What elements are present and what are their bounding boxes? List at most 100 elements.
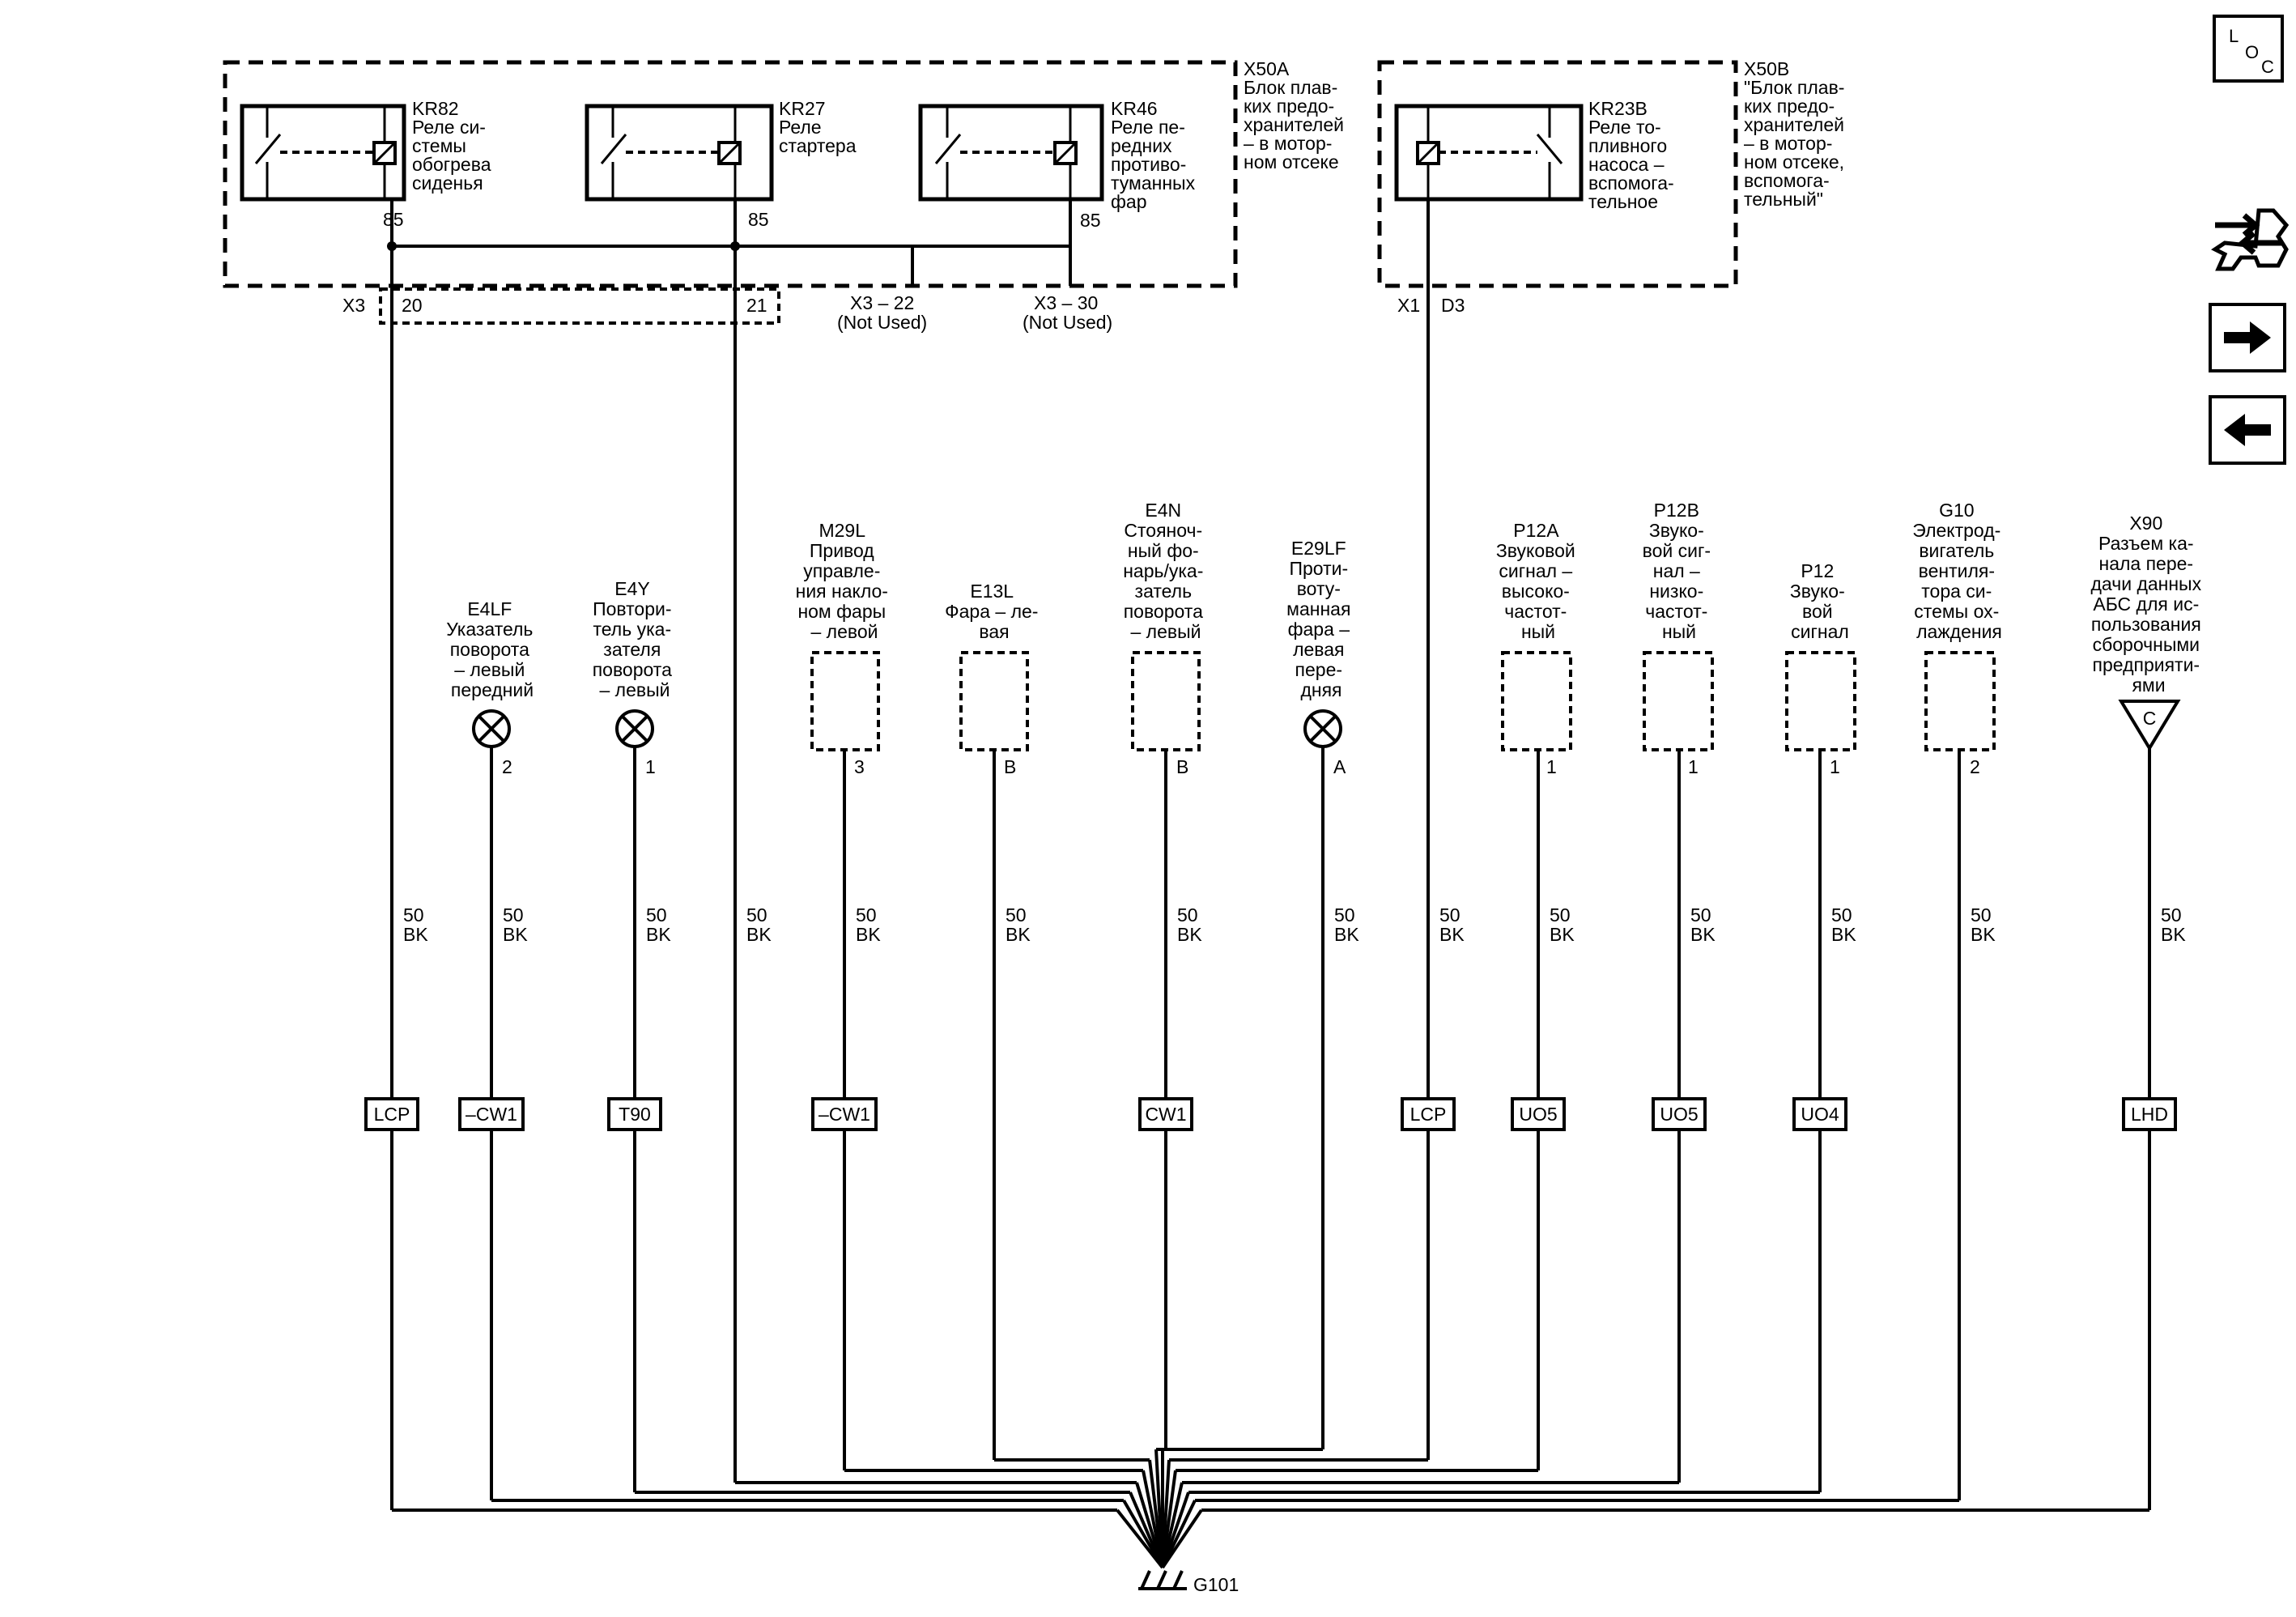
fuse-block-x50b: X50B "Блок плав- ких предо- хранителей –… — [1377, 58, 1850, 288]
wire-color-label: BK — [503, 924, 528, 945]
relay-label: KR82 Реле си- стемы обогрева сиденья — [412, 98, 496, 194]
wire-option-label: UO5 — [1660, 1104, 1698, 1125]
connector-note: (Not Used) — [837, 312, 927, 333]
component-label: E4LF Указатель поворота – левый передний — [446, 598, 538, 700]
wire-option-box — [1401, 1097, 1456, 1131]
wire-option-label: UO4 — [1801, 1104, 1839, 1125]
wire-gauge-label: 50 — [746, 904, 767, 926]
wire-gauge-label: 50 — [1439, 904, 1461, 926]
loc-letter: C — [2261, 57, 2274, 77]
loc-letter: O — [2245, 42, 2260, 62]
wire-option-box — [811, 1097, 878, 1131]
wire-option-label: –CW1 — [818, 1104, 870, 1125]
x50a-ground-bus — [387, 199, 1072, 286]
wire-gauge-label: 50 — [1006, 904, 1027, 926]
connector-label: X3 – 30 — [1034, 292, 1098, 313]
component-label: E13L Фара – ле- вая — [945, 581, 1044, 642]
wire-option-label: LHD — [2131, 1104, 2168, 1125]
wire-color-label: BK — [403, 924, 428, 945]
wire-gauge-label: 50 — [1177, 904, 1198, 926]
wire-option-label: LCP — [374, 1104, 410, 1125]
component-pin: B — [1004, 756, 1016, 777]
component-pin: 1 — [1830, 756, 1840, 777]
wire-option-box — [2122, 1097, 2177, 1131]
wire-color-label: BK — [1334, 924, 1359, 945]
component-pin: A — [1333, 756, 1346, 777]
ground-icon — [1138, 1570, 1187, 1590]
component-label: X90 Разъем ка- нала пере- дачи данных АБ… — [2091, 513, 2207, 696]
connector-note: (Not Used) — [1023, 312, 1112, 333]
wire-gauge-label: 50 — [1550, 904, 1571, 926]
wire-option-box — [1511, 1097, 1566, 1131]
relay-pin: 85 — [748, 209, 769, 230]
component-m29l: M29L Привод управле- ния накло- ном фары… — [796, 520, 888, 777]
wire-gauge-label: 50 — [1971, 904, 1992, 926]
component-label: P12A Звуковой сигнал – высоко- частот- н… — [1496, 520, 1580, 642]
wire-option-label: T90 — [619, 1104, 651, 1125]
wire-layer: 50BKLCP50BK–CW150BKT9050BK50BK–CW150BK50… — [364, 199, 2186, 1569]
loc-letter: L — [2229, 26, 2239, 46]
connector-view-icon[interactable] — [2209, 204, 2290, 277]
wire-option-box — [1652, 1097, 1707, 1131]
wire-gauge-label: 50 — [856, 904, 877, 926]
relay-label: KR23B Реле то- пливного насоса – вспомог… — [1588, 98, 1679, 212]
component-outline — [1131, 651, 1201, 751]
relay-kr82: KR82 Реле си- стемы обогрева сиденья 85 — [240, 98, 496, 230]
wire-gauge-label: 50 — [1334, 904, 1355, 926]
connector-triangle-icon — [2118, 700, 2181, 751]
wire-color-label: BK — [1550, 924, 1575, 945]
wire-color-label: BK — [1690, 924, 1716, 945]
next-page-icon[interactable] — [2209, 303, 2286, 372]
wire-option-label: LCP — [1410, 1104, 1447, 1125]
wire-option-box — [458, 1097, 525, 1131]
component-outline — [1501, 651, 1572, 751]
lamp-icon — [1303, 709, 1342, 748]
wire-color-label: BK — [1439, 924, 1465, 945]
component-e4n: E4N Стояноч- ный фо- нарь/ука- затель по… — [1123, 500, 1203, 777]
loc-icon[interactable]: L O C — [2213, 15, 2284, 83]
component-outline — [959, 651, 1029, 751]
wire-gauge-label: 50 — [1831, 904, 1852, 926]
wire-option-box — [364, 1097, 419, 1131]
ground-wire — [1116, 1508, 1164, 1569]
wire-gauge-label: 50 — [646, 904, 667, 926]
relay-kr46: KR46 Реле пе- редних противо- туманных ф… — [918, 98, 1196, 231]
wire-gauge-label: 50 — [2161, 904, 2182, 926]
wire-color-label: BK — [1177, 924, 1202, 945]
component-outline — [1785, 651, 1856, 751]
component-pin: 2 — [502, 756, 512, 777]
previous-page-icon[interactable] — [2209, 395, 2286, 465]
component-g10: G10 Электрод- вигатель вентиля- тора си-… — [1912, 500, 2002, 777]
relay-kr23b: KR23B Реле то- пливного насоса – вспомог… — [1394, 98, 1679, 212]
wire-color-label: BK — [646, 924, 671, 945]
connector-x3: X3 20 21 X3 – 22 (Not Used) X3 – 30 (Not… — [342, 287, 1112, 333]
component-pin: 1 — [645, 756, 656, 777]
component-pin: 3 — [854, 756, 865, 777]
connector-pin: D3 — [1441, 295, 1465, 316]
component-p12b: P12B Звуко- вой сиг- нал – низко- частот… — [1643, 500, 1714, 777]
connector-label: X3 – 22 — [850, 292, 914, 313]
wire-option-box — [1138, 1097, 1193, 1131]
component-pin: 1 — [1546, 756, 1557, 777]
fuse-block-x50a: X50A Блок плав- ких предо- хранителей – … — [223, 58, 1349, 288]
connector-x1: X1 D3 — [1397, 295, 1465, 316]
lamp-icon — [615, 709, 654, 748]
component-e13l: E13L Фара – ле- вая B — [945, 581, 1044, 777]
component-p12: P12 Звуко- вой сигнал 1 — [1785, 560, 1856, 777]
wire-option-box — [1792, 1097, 1847, 1131]
connector-label: X1 — [1397, 295, 1420, 316]
component-pin: 1 — [1688, 756, 1699, 777]
fuse-block-label: X50B "Блок плав- ких предо- хранителей –… — [1744, 58, 1850, 210]
wire-color-label: BK — [1006, 924, 1031, 945]
relay-label: KR27 Реле стартера — [779, 98, 857, 156]
connector-pin: 20 — [402, 295, 423, 316]
component-p12a: P12A Звуковой сигнал – высоко- частот- н… — [1496, 520, 1580, 777]
component-pin: C — [2143, 708, 2157, 729]
component-label: E4Y Повтори- тель ука- зателя поворота –… — [593, 578, 678, 700]
relay-kr27: KR27 Реле стартера 85 — [585, 98, 857, 230]
component-pin: 2 — [1970, 756, 1980, 777]
wire-color-label: BK — [856, 924, 881, 945]
fuse-block-label: X50A Блок плав- ких предо- хранителей – … — [1244, 58, 1349, 172]
wire-color-label: BK — [1831, 924, 1856, 945]
connector-label: X3 — [342, 295, 365, 316]
